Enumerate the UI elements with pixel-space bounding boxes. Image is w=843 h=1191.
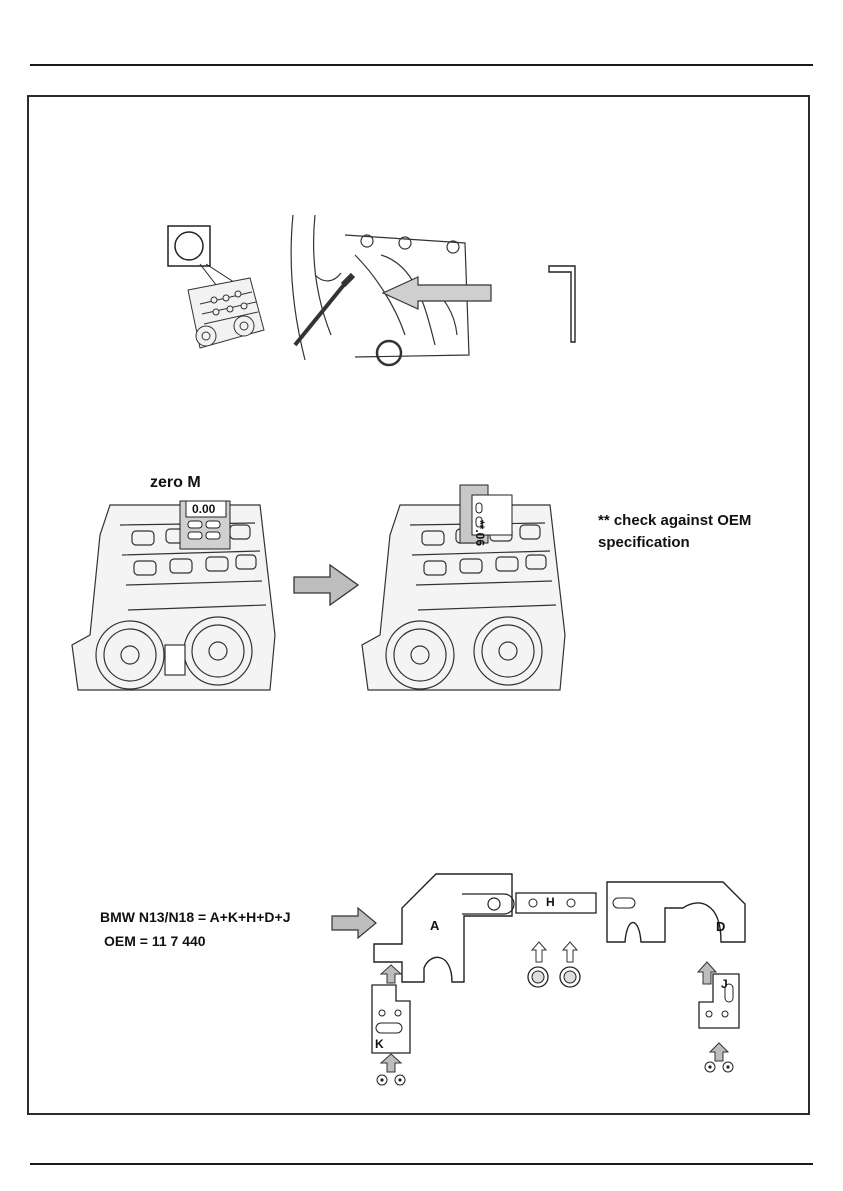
part-label-k: K	[375, 1037, 384, 1051]
oem-note-line2: specification	[598, 534, 690, 551]
cylinder-head-zero-illustration	[70, 495, 280, 695]
part-j-illustration	[695, 972, 743, 1044]
part-h-illustration	[515, 892, 597, 914]
rotated-reading: **.06	[473, 520, 487, 546]
screws-icon-j	[702, 1060, 736, 1074]
up-arrow-icon-k	[380, 1053, 402, 1073]
part-label-h: H	[546, 895, 555, 909]
up-arrow-icon-h2	[562, 941, 578, 963]
up-arrow-icon-h1	[531, 941, 547, 963]
part-label-j: J	[721, 977, 728, 991]
step2-arrow-icon	[292, 563, 362, 607]
engine-block-illustration	[285, 215, 475, 365]
cam-plug-illustration	[160, 220, 270, 360]
spacer-washer-icon-2	[558, 965, 582, 989]
spacer-washer-icon-1	[526, 965, 550, 989]
footer-rule	[30, 1163, 813, 1165]
oem-part-number: OEM = 11 7 440	[104, 933, 206, 949]
part-label-d: D	[716, 919, 725, 934]
up-arrow-icon-j	[709, 1042, 729, 1062]
insert-arrow-icon	[383, 277, 491, 309]
oem-note-line1: ** check against OEM	[598, 512, 751, 529]
zero-m-label: zero M	[150, 474, 201, 492]
header-rule	[30, 64, 813, 66]
part-d-illustration	[605, 880, 750, 950]
hex-key-icon	[545, 262, 585, 346]
up-arrow-icon-a	[380, 964, 402, 984]
gauge-reading: 0.00	[192, 502, 215, 516]
screws-icon-k	[374, 1073, 408, 1087]
step3-arrow-icon	[330, 906, 378, 940]
part-label-a: A	[430, 918, 439, 933]
cylinder-head-rotated-illustration	[360, 485, 570, 695]
model-line: BMW N13/N18 = A+K+H+D+J	[100, 909, 291, 925]
